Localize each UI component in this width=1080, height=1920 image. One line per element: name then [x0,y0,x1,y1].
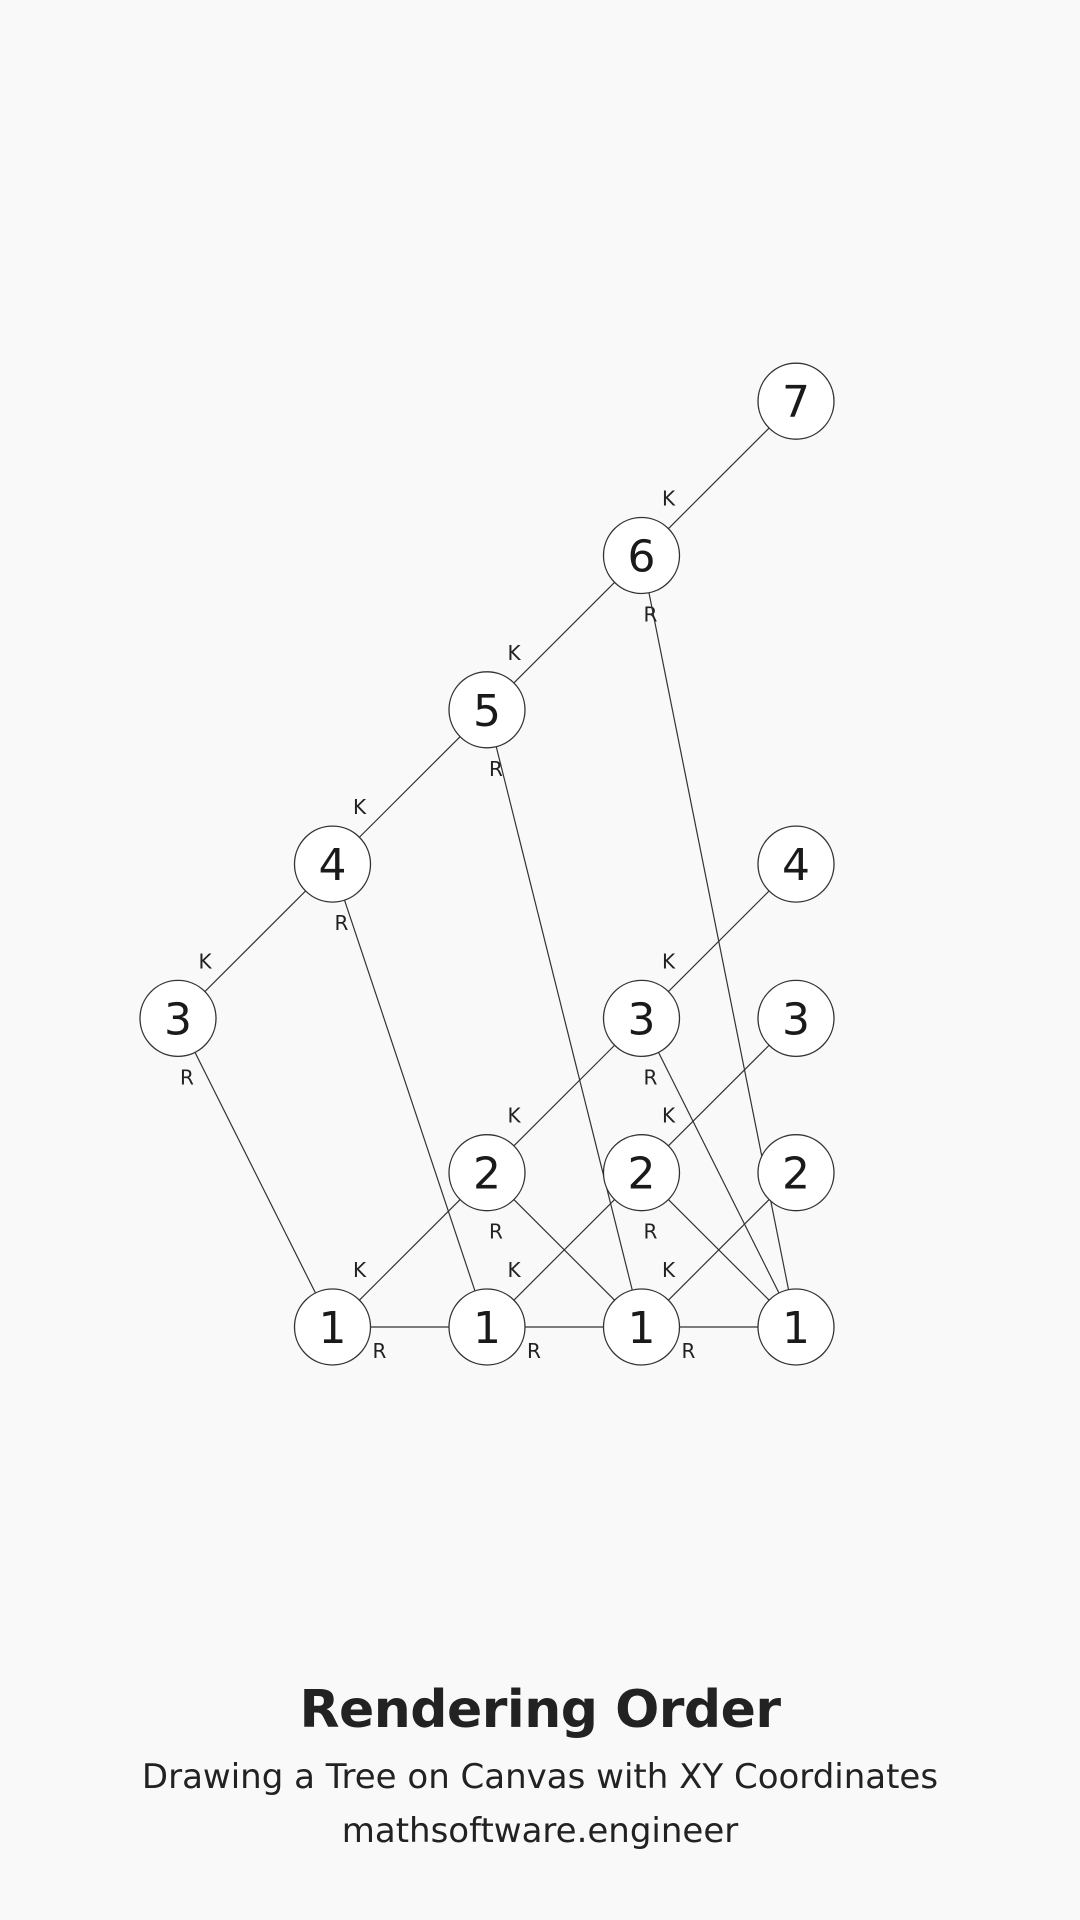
node-value: 2 [628,1149,656,1200]
tree-node-n2b: 2 [602,1134,681,1212]
node-value: 4 [319,840,347,891]
node-circle [602,979,681,1058]
node-value: 2 [782,1149,810,1200]
tree-node-n2a: 2 [448,1134,526,1212]
node-value: 7 [782,377,810,428]
tree-node-n2c: 2 [757,1134,835,1212]
edge-label-r: R [682,1339,696,1363]
edge-label-k: K [662,1258,676,1282]
edge-label-k: K [198,949,212,973]
node-circle [757,1134,835,1212]
node-value: 3 [164,994,192,1045]
node-value: 3 [782,994,810,1045]
edge-n6-n5 [513,581,616,684]
edge-label-k: K [662,1104,676,1128]
tree-node-n1d: 1 [757,1288,835,1366]
tree-node-n1b: 1 [448,1288,526,1366]
tree-node-n1a: 1 [293,1288,372,1366]
edge-label-k: K [507,1104,521,1128]
node-circle [757,1288,835,1366]
node-value: 1 [782,1303,810,1354]
edge-label-k: K [662,487,676,511]
node-circle [448,1288,526,1366]
edge-label-k: K [353,1258,367,1282]
edges-layer [194,427,790,1328]
tree-node-n4a: 4 [293,825,372,903]
edge-n4b-n3b [667,890,770,992]
edge-n2b-n1b [513,1199,616,1301]
edge-n3c-n2b [667,1044,770,1147]
tree-node-n3c: 3 [757,979,835,1058]
edge-n5-n4a [358,736,461,838]
edge-n3a-n1a [194,1052,317,1294]
edge-label-r: R [180,1065,194,1089]
node-circle [757,979,835,1058]
node-circle [293,825,372,903]
edge-n3b-n1d [657,1052,780,1294]
edge-label-k: K [353,795,367,819]
node-value: 3 [628,994,656,1045]
edge-n4a-n1b [343,899,476,1292]
edge-label-r: R [527,1339,541,1363]
edge-label-r: R [373,1339,387,1363]
edge-label-k: K [662,949,676,973]
tree-node-n6: 6 [602,516,681,595]
node-value: 1 [319,1303,347,1354]
tree-node-n7: 7 [757,362,835,440]
edge-label-r: R [489,1220,503,1244]
node-circle [293,1288,372,1366]
edge-label-r: R [644,603,658,627]
tree-node-n3b: 3 [602,979,681,1058]
edge-n2c-n1c [667,1199,770,1301]
node-value: 6 [628,532,656,583]
tree-node-n5: 5 [448,671,526,749]
node-circle [448,1134,526,1212]
node-circle [602,516,681,595]
edge-label-r: R [335,911,349,935]
tree-node-n3a: 3 [139,979,217,1058]
edge-n4a-n3a [204,890,307,992]
node-circle [757,825,835,903]
node-circle [602,1288,681,1366]
node-value: 1 [473,1303,501,1354]
edge-label-r: R [489,757,503,781]
node-value: 4 [782,840,810,891]
node-circle [139,979,217,1058]
edge-n7-n6 [667,427,770,530]
node-circle [757,362,835,440]
node-circle [448,671,526,749]
edge-label-k: K [507,1258,521,1282]
nodes-layer: 7 6 5 4 4 3 3 3 2 2 2 1 1 1 1 [139,362,835,1366]
edge-n3b-n2a [513,1044,616,1147]
edge-n2a-n1a [358,1199,461,1301]
edge-label-r: R [644,1220,658,1244]
node-circle [602,1134,681,1212]
edge-label-k: K [507,641,521,665]
tree-node-n4b: 4 [757,825,835,903]
page-subtitle: Drawing a Tree on Canvas with XY Coordin… [141,1757,939,1797]
tree-node-n1c: 1 [602,1288,681,1366]
edge-label-r: R [644,1065,658,1089]
page-title: Rendering Order [299,1680,781,1740]
edge-n5-n1c [495,746,633,1291]
node-value: 2 [473,1149,501,1200]
site-url: mathsoftware.engineer [341,1811,739,1851]
node-value: 1 [628,1303,656,1354]
node-value: 5 [473,686,501,737]
